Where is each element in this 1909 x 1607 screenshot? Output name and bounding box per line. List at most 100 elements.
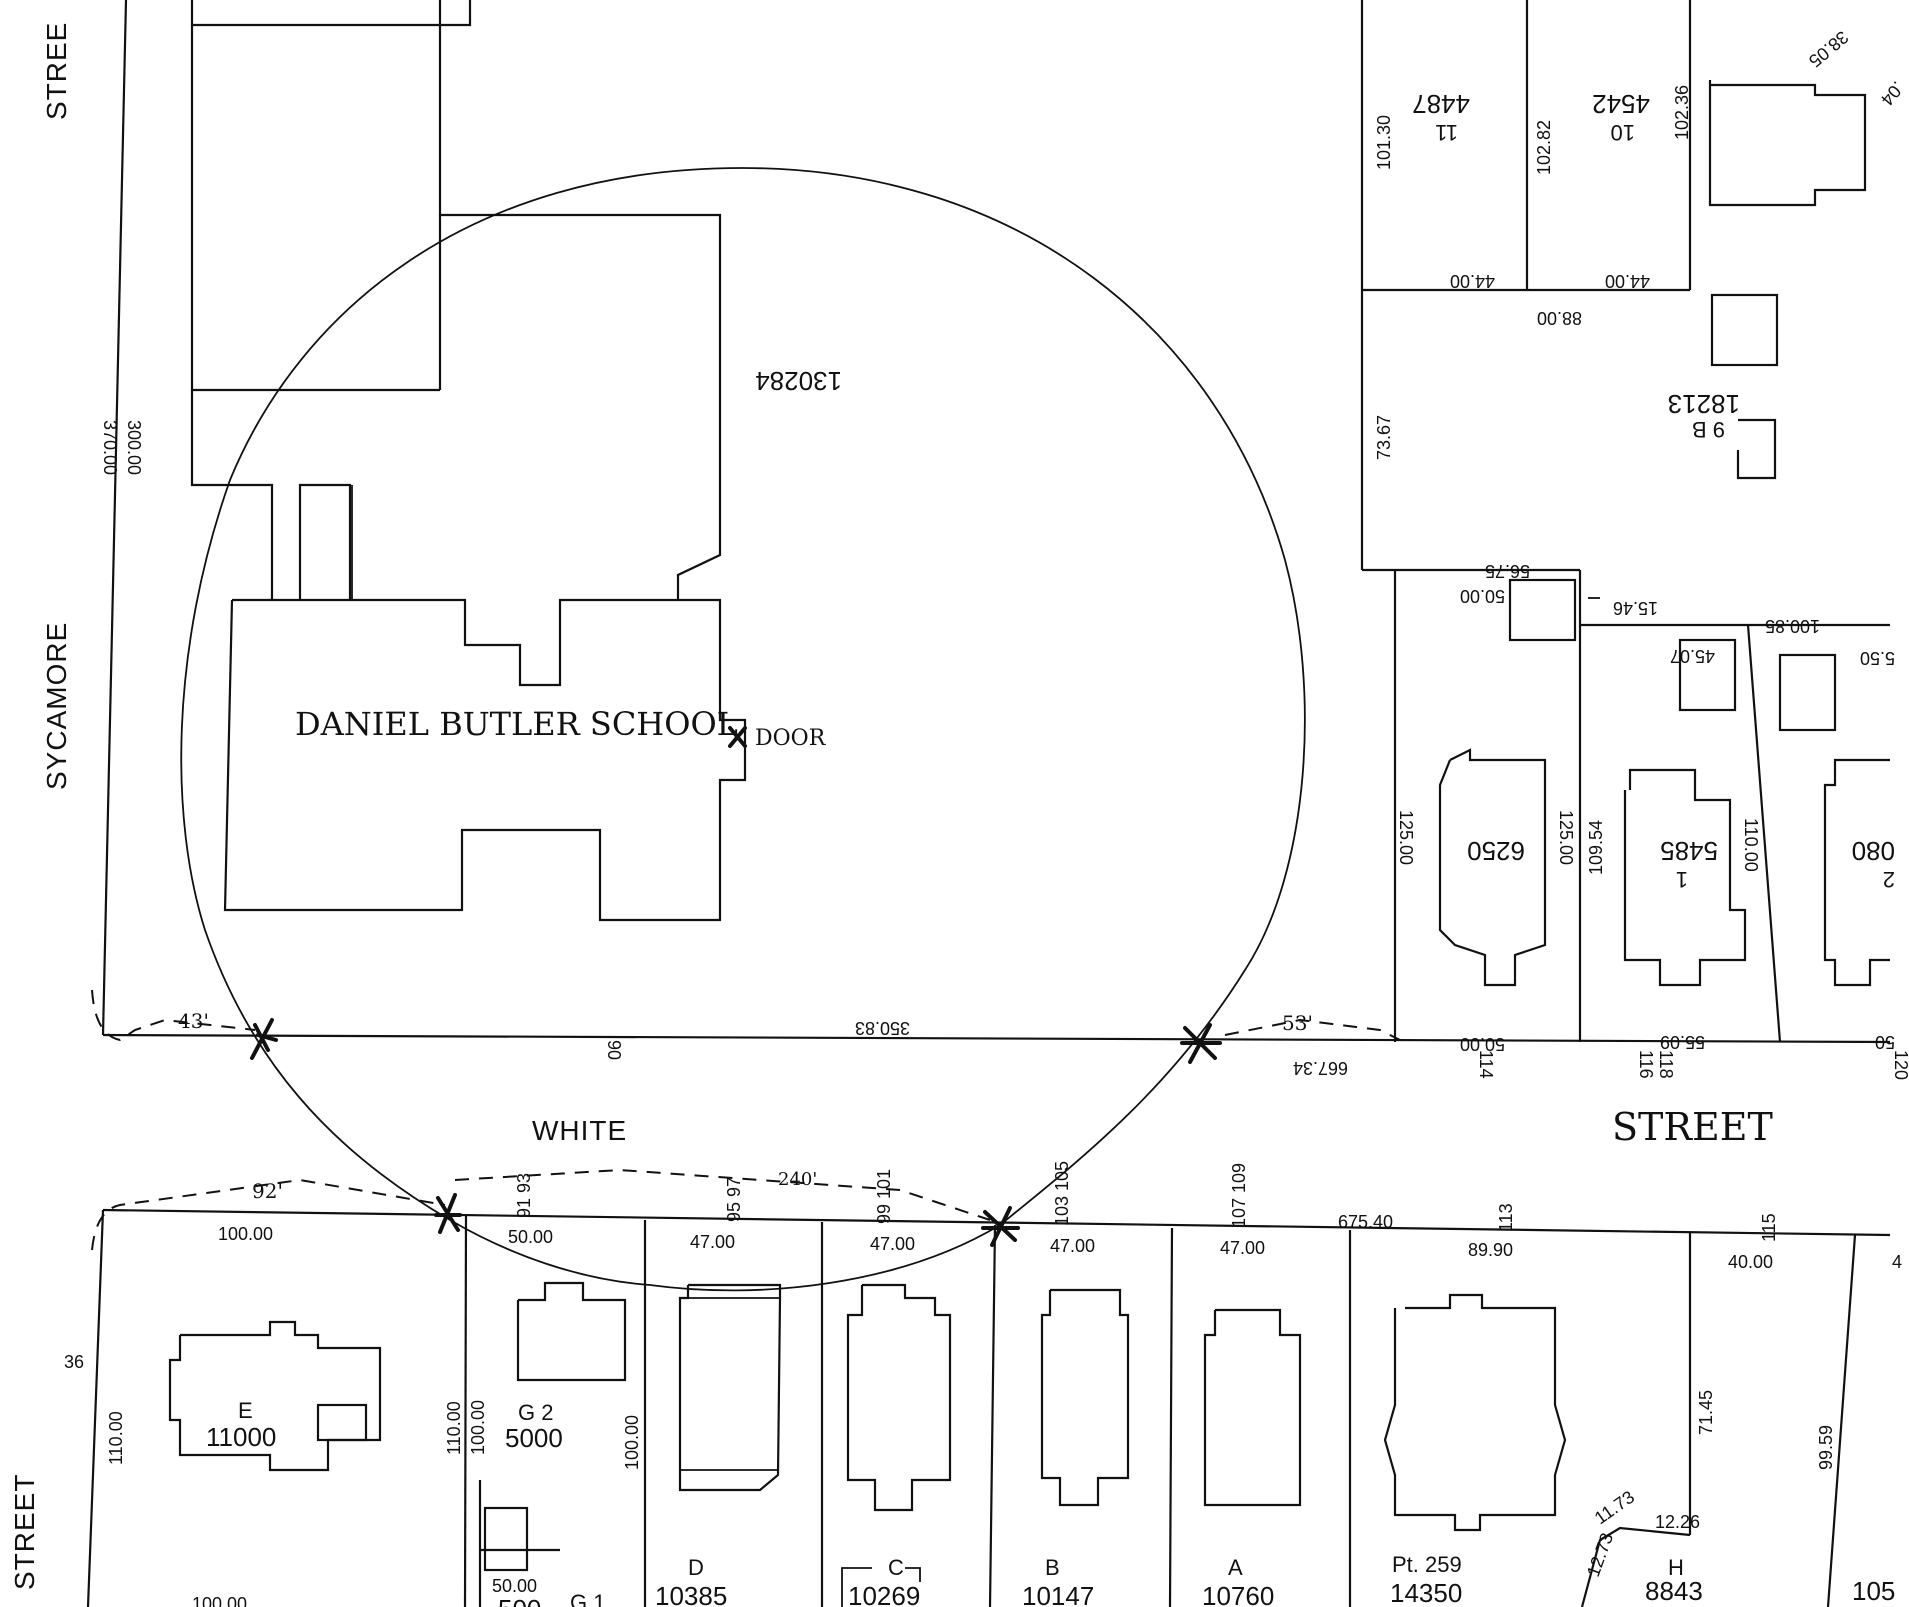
measurement-dashes bbox=[91, 989, 1401, 1251]
parcel-area-5000: 5000 bbox=[505, 1423, 563, 1453]
dim-667-34: 667.34 bbox=[1293, 1058, 1348, 1078]
parcel-area-11000: 11000 bbox=[206, 1422, 276, 1452]
house-number-91-93: 91 93 bbox=[514, 1173, 534, 1218]
dash-92 bbox=[91, 1178, 446, 1251]
dim-s-4: 4 bbox=[1892, 1252, 1902, 1272]
house-c bbox=[846, 1283, 952, 1512]
parcel-area-080: 080 bbox=[1852, 836, 1895, 866]
house-number-114: 114 bbox=[1476, 1050, 1496, 1079]
dim-s-100-b: 100.00 bbox=[468, 1400, 488, 1455]
parcel-area-4542: 4542 bbox=[1592, 89, 1650, 119]
dim-s-100-bottom: 100.00 bbox=[192, 1594, 247, 1607]
dim-s-36: 36 bbox=[64, 1352, 84, 1372]
street-label-sycamore: SYCAMORE bbox=[41, 622, 72, 790]
parcel-area-500: 500 bbox=[498, 1594, 541, 1607]
house-number-95-97: 95 97 bbox=[724, 1177, 744, 1222]
lot-b-east bbox=[1168, 1227, 1174, 1607]
dim-s-47-a: 47.00 bbox=[690, 1232, 735, 1252]
parcel-letter-1: 1 bbox=[1676, 867, 1688, 892]
parcel-area-4487: 4487 bbox=[1412, 89, 1470, 119]
parcel-c-bracket bbox=[841, 1567, 921, 1607]
lot-5485-east bbox=[1746, 624, 1782, 1043]
garage-5485 bbox=[1678, 638, 1737, 712]
distance-radius-circle bbox=[180, 167, 1306, 1292]
dim-55-09: 55.09 bbox=[1660, 1032, 1705, 1052]
intersection-marks bbox=[250, 1018, 1222, 1247]
parcel-letter-259: Pt. 259 bbox=[1392, 1552, 1462, 1577]
garage-e bbox=[316, 1403, 368, 1442]
parcel-letter-e: E bbox=[238, 1398, 253, 1423]
parcel-area-14350: 14350 bbox=[1390, 1578, 1462, 1607]
lot-e-east bbox=[463, 1214, 468, 1607]
dim-45-07: 45.07 bbox=[1670, 646, 1715, 666]
dim-s-40: 40.00 bbox=[1728, 1252, 1773, 1272]
dim-s-99-59: 99.59 bbox=[1816, 1425, 1836, 1470]
house-5485 bbox=[1623, 768, 1747, 987]
parcel-letter-9b: 9 B bbox=[1692, 417, 1725, 442]
street-label-bottom: STREET bbox=[9, 1474, 40, 1590]
dim-s-12-26: 12.26 bbox=[1655, 1512, 1700, 1532]
dim-102-36: 102.36 bbox=[1672, 85, 1692, 140]
school-top-wing bbox=[190, 0, 472, 27]
dim-125-b: 125.00 bbox=[1556, 810, 1576, 865]
dim-s-110-b: 110.00 bbox=[444, 1401, 464, 1455]
dim-675-40: 675.40 bbox=[1338, 1212, 1393, 1232]
dim-50-c: 50 bbox=[1875, 1032, 1895, 1052]
parcel-area-105: 105 bbox=[1852, 1576, 1895, 1606]
dim-s-50-00-b: 50.00 bbox=[492, 1576, 537, 1596]
house-number-116: 116 bbox=[1636, 1050, 1656, 1079]
sycamore-east-line-south bbox=[86, 1209, 105, 1607]
house-number-107-109: 107 109 bbox=[1229, 1163, 1249, 1228]
mark-west-south bbox=[434, 1193, 462, 1234]
sycamore-east-line bbox=[101, 0, 128, 1036]
school-east-wing bbox=[438, 0, 722, 600]
house-a bbox=[1203, 1308, 1302, 1507]
street-label-right: STREET bbox=[1612, 1105, 1773, 1149]
parcel-letter-11: 11 bbox=[1435, 120, 1458, 145]
dim-56-75: 56.75 bbox=[1485, 561, 1530, 581]
house-number-118: 118 bbox=[1656, 1050, 1676, 1079]
house-numbers: 114 116 118 120 91 93 95 97 99 101 103 1… bbox=[514, 1050, 1909, 1242]
dim-90: 90 bbox=[604, 1040, 624, 1060]
dash-43 bbox=[91, 989, 256, 1042]
distance-43: 43' bbox=[178, 1009, 209, 1033]
dim-s-47-b: 47.00 bbox=[870, 1234, 915, 1254]
building-9b-b bbox=[1736, 418, 1777, 480]
dim-73-67: 73.67 bbox=[1374, 415, 1394, 460]
parcel-letter-10: 10 bbox=[1611, 120, 1635, 145]
parcel-area-8843: 8843 bbox=[1645, 1576, 1703, 1606]
house-d bbox=[678, 1283, 782, 1492]
parcel-area-10385: 10385 bbox=[655, 1581, 727, 1607]
parcel-area-10269: 10269 bbox=[848, 1581, 920, 1607]
dim-50-b: 50.00 bbox=[1460, 1034, 1505, 1054]
dim-300: 300.00 bbox=[124, 420, 144, 475]
south-blocks bbox=[168, 1214, 1857, 1607]
house-number-120: 120 bbox=[1891, 1050, 1909, 1080]
parcel-letter-b: B bbox=[1045, 1555, 1060, 1580]
dim-88: 88.00 bbox=[1537, 308, 1582, 328]
house-number-115: 115 bbox=[1759, 1213, 1779, 1242]
dim-s-110-a: 110.00 bbox=[106, 1411, 126, 1465]
dim-s-89-90: 89.90 bbox=[1468, 1240, 1513, 1260]
dim-370: 370.00 bbox=[100, 420, 120, 475]
parcel-letter-g2: G 2 bbox=[518, 1400, 553, 1425]
dim-110: 110.00 bbox=[1741, 818, 1761, 872]
building-ne-corner bbox=[1708, 80, 1867, 207]
shed-g1 bbox=[483, 1506, 529, 1572]
garage-6250 bbox=[1508, 578, 1577, 642]
house-080 bbox=[1823, 758, 1890, 987]
dim-109-54: 109.54 bbox=[1586, 820, 1606, 875]
parcel-letter-g1: G 1 bbox=[570, 1590, 605, 1607]
building-9b-a bbox=[1710, 293, 1779, 367]
dim-s-100: 100.00 bbox=[218, 1224, 273, 1244]
school-main-building bbox=[223, 598, 747, 922]
parcel-area-18213: 18213 bbox=[1668, 389, 1740, 419]
garage-080 bbox=[1778, 653, 1837, 732]
dim-s-71-45: 71.45 bbox=[1696, 1390, 1716, 1435]
school-west-connector bbox=[190, 390, 274, 600]
house-g2 bbox=[516, 1281, 627, 1382]
mark-west-north bbox=[250, 1018, 278, 1060]
parcel-letter-a: A bbox=[1228, 1555, 1243, 1580]
